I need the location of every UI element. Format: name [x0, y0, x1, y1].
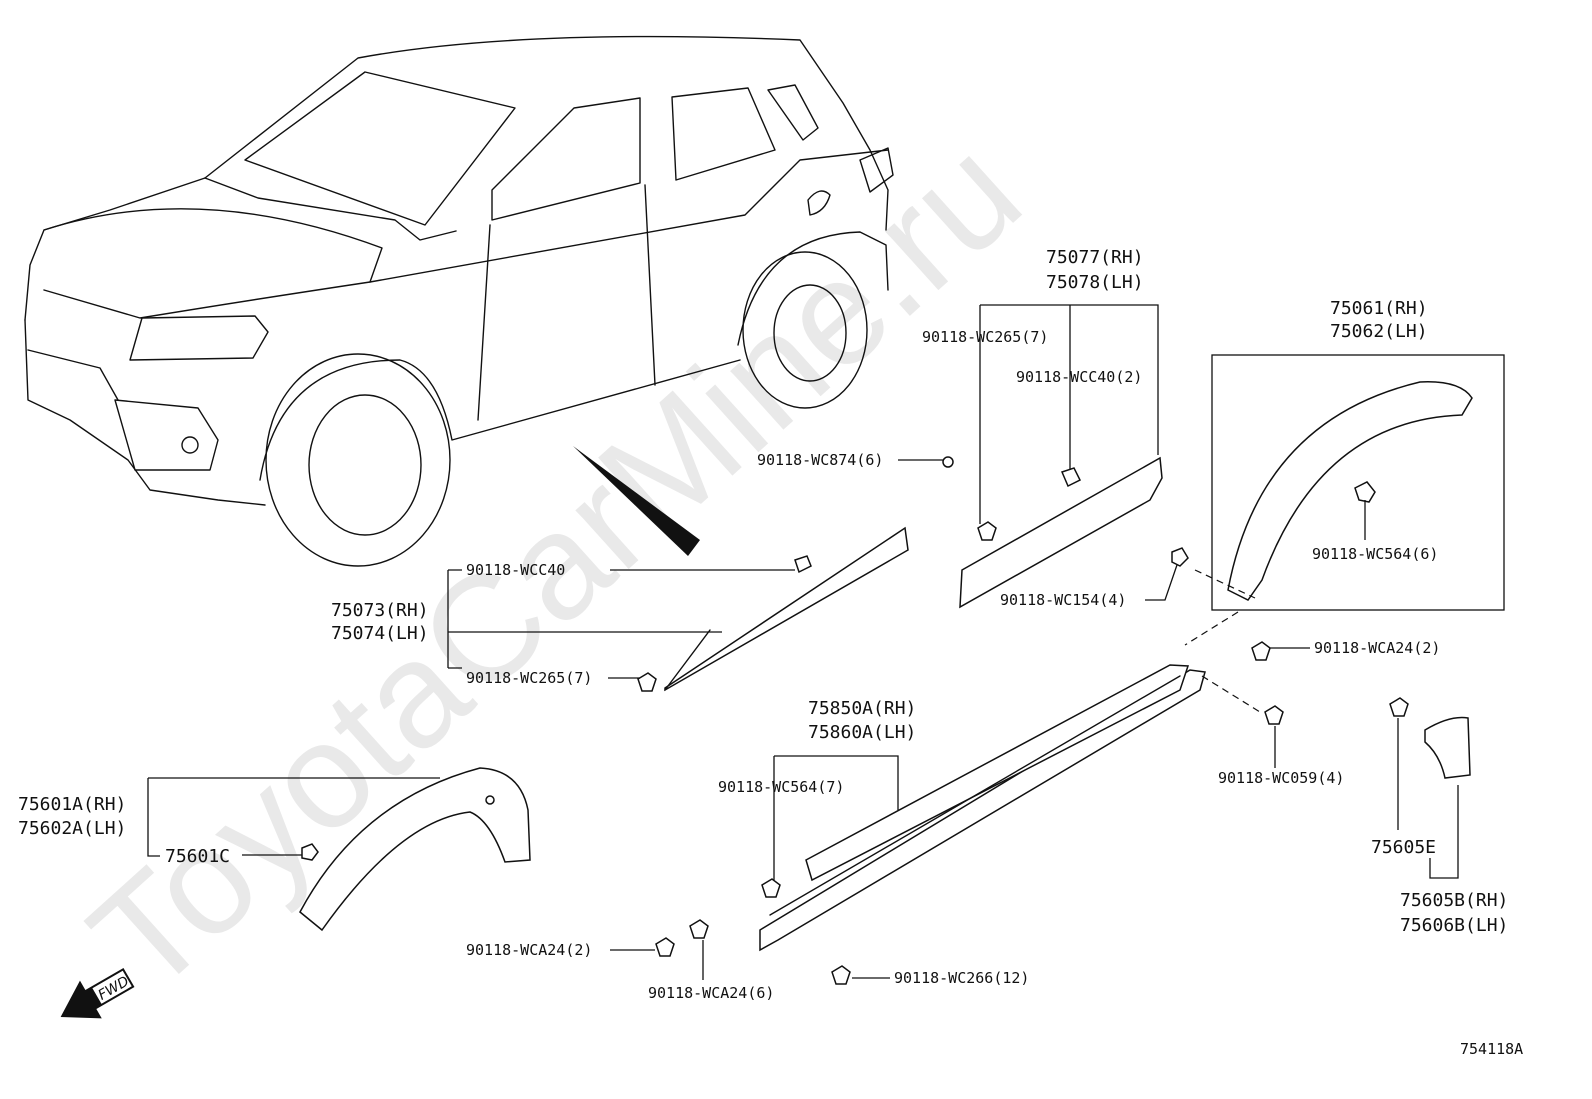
front-door-moulding	[447, 526, 909, 692]
label-wca24-right: 90118-WCA24(2)	[1314, 639, 1440, 657]
clip-wc154	[1171, 547, 1189, 567]
label-quarter-lh: 75062(LH)	[1330, 321, 1428, 342]
label-wca24-bottom: 90118-WCA24(6)	[648, 984, 774, 1002]
vehicle-outline	[24, 35, 894, 567]
rear-door-moulding	[898, 304, 1189, 609]
fender-garnish	[147, 767, 531, 932]
clip-wc265-rear	[977, 521, 997, 541]
label-wc266: 90118-WC266(12)	[894, 969, 1029, 987]
label-rear-clip-b: 90118-WCC40(2)	[1016, 368, 1142, 386]
label-wca24-left: 90118-WCA24(2)	[466, 941, 592, 959]
clip-wca24-right	[1251, 641, 1271, 661]
label-front-rh: 75073(RH)	[331, 600, 429, 621]
label-quarter-rh: 75061(RH)	[1330, 298, 1428, 319]
label-75605e: 75605E	[1371, 837, 1436, 858]
label-rear-clip-a: 90118-WC265(7)	[922, 328, 1048, 346]
fwd-arrow-icon: FWD	[60, 967, 135, 1019]
label-ext-lh: 75606B(LH)	[1400, 915, 1508, 936]
clip-wc059	[1264, 705, 1284, 725]
figure-id: 754118A	[1460, 1040, 1523, 1058]
label-wc059: 90118-WC059(4)	[1218, 769, 1344, 787]
label-rocker-lh: 75860A(LH)	[808, 722, 916, 743]
clip-wca24-rocker	[689, 919, 709, 939]
quarter-moulding	[1194, 354, 1505, 611]
clip-wc564-quarter	[1354, 481, 1376, 503]
label-ext-rh: 75605B(RH)	[1400, 890, 1508, 911]
label-rear-lh: 75078(LH)	[1046, 272, 1144, 293]
pointer-arrow	[573, 446, 700, 556]
clip-wc874	[942, 456, 954, 468]
clip-wcc40	[794, 555, 812, 574]
clip-wc266	[831, 965, 851, 985]
label-fender-lh: 75602A(LH)	[18, 818, 126, 839]
right-fasteners	[1251, 641, 1310, 768]
clip-wcc40-2	[1060, 467, 1082, 488]
quarter-extension	[1389, 697, 1471, 879]
label-fender-rh: 75601A(RH)	[18, 794, 126, 815]
rocker-moulding	[610, 611, 1261, 985]
clip-75605e	[1389, 697, 1409, 717]
label-front-clip-a: 90118-WCC40	[466, 561, 565, 579]
label-quarter-clip: 90118-WC564(6)	[1312, 545, 1438, 563]
label-front-clip-b: 90118-WC265(7)	[466, 669, 592, 687]
label-wc874: 90118-WC874(6)	[757, 451, 883, 469]
clip-75601c	[301, 843, 319, 861]
label-wc154: 90118-WC154(4)	[1000, 591, 1126, 609]
label-front-lh: 75074(LH)	[331, 623, 429, 644]
label-rocker-rh: 75850A(RH)	[808, 698, 916, 719]
label-rear-rh: 75077(RH)	[1046, 247, 1144, 268]
label-rocker-clip: 90118-WC564(7)	[718, 778, 844, 796]
clip-wca24-left	[655, 937, 675, 957]
label-75601c: 75601C	[165, 846, 230, 867]
clip-wc265	[637, 672, 657, 692]
clip-wc564-rocker	[761, 878, 781, 898]
